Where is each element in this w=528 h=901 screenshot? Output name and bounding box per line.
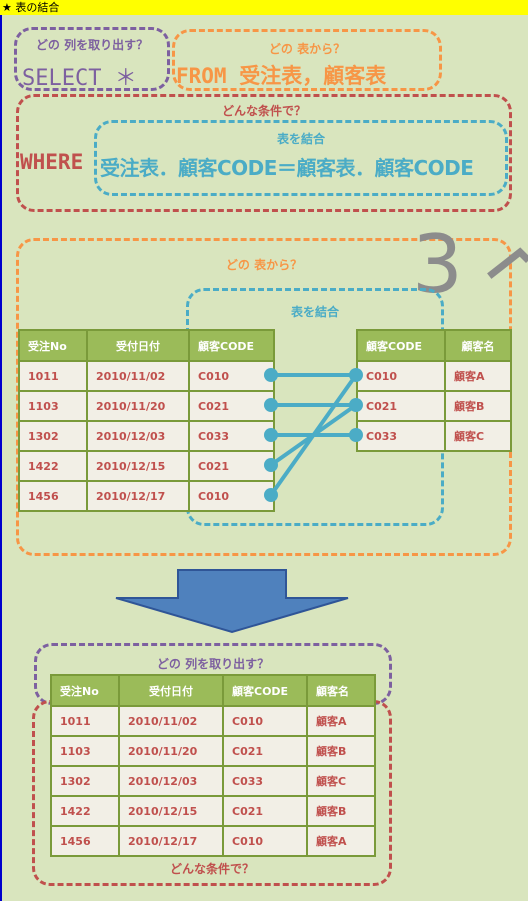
from-box	[172, 29, 442, 91]
order-date: 2010/12/15	[86, 450, 190, 482]
from-caption: どの 表から？	[268, 42, 346, 56]
result-customer-name: 顧客B	[306, 795, 376, 827]
result-select-caption: どの 列を取り出す？	[156, 657, 270, 671]
customer-link-dot	[349, 428, 363, 442]
order-customer-code: C010	[188, 480, 275, 512]
where-box	[16, 94, 512, 212]
order-link-dot	[264, 458, 278, 472]
result-customer-name: 顧客C	[306, 765, 376, 797]
select-text: SELECT ＊	[22, 66, 137, 91]
order-link-dot	[264, 428, 278, 442]
customer-name: 顧客C	[444, 420, 512, 452]
result-header-cell: 受付日付	[118, 674, 224, 707]
join-caption: 表を結合	[276, 132, 325, 146]
result-order-date: 2010/12/15	[118, 795, 224, 827]
result-order-no: 1456	[50, 825, 120, 857]
orders-header-cell: 受付日付	[86, 329, 190, 362]
result-customer-code: C021	[222, 795, 308, 827]
order-link-dot	[264, 398, 278, 412]
diagram-from-caption: どの 表から？	[225, 258, 303, 272]
order-customer-code: C033	[188, 420, 275, 452]
result-customer-name: 顧客B	[306, 735, 376, 767]
customer-code: C033	[356, 420, 446, 452]
result-order-date: 2010/12/17	[118, 825, 224, 857]
order-no: 1011	[18, 360, 88, 392]
result-header-cell: 顧客CODE	[222, 674, 308, 707]
result-customer-name: 顧客A	[306, 825, 376, 857]
customer-code: C021	[356, 390, 446, 422]
orders-header-cell: 受注No	[18, 329, 88, 362]
customer-name: 顧客A	[444, 360, 512, 392]
result-header-cell: 顧客名	[306, 674, 376, 707]
order-date: 2010/12/17	[86, 480, 190, 512]
result-customer-code: C010	[222, 705, 308, 737]
result-customer-name: 顧客A	[306, 705, 376, 737]
result-header-cell: 受注No	[50, 674, 120, 707]
left-border	[0, 15, 2, 901]
select-caption: どの 列を取り出す？	[35, 38, 149, 52]
result-header-row: 受注No 受付日付 顧客CODE 顧客名	[50, 674, 376, 707]
join-condition-box	[94, 120, 508, 196]
result-order-date: 2010/11/02	[118, 705, 224, 737]
result-order-no: 1103	[50, 735, 120, 767]
customers-header-cell: 顧客名	[444, 329, 512, 362]
select-box	[14, 27, 170, 91]
customers-header-row: 顧客CODE 顧客名	[356, 329, 512, 362]
order-date: 2010/11/02	[86, 360, 190, 392]
customers-header-cell: 顧客CODE	[356, 329, 446, 362]
order-no: 1103	[18, 390, 88, 422]
result-order-date: 2010/12/03	[118, 765, 224, 797]
result-where-caption: どんな条件で？	[169, 862, 254, 876]
where-caption: どんな条件で？	[221, 104, 306, 118]
order-customer-code: C021	[188, 390, 275, 422]
result-order-date: 2010/11/20	[118, 735, 224, 767]
result-customer-code: C021	[222, 735, 308, 767]
customer-code: C010	[356, 360, 446, 392]
order-date: 2010/12/03	[86, 420, 190, 452]
order-no: 1422	[18, 450, 88, 482]
result-customer-code: C033	[222, 765, 308, 797]
join-link-line	[269, 373, 358, 497]
down-arrow-icon	[115, 569, 349, 634]
join-condition-text: 受注表．顧客CODE＝顧客表．顧客CODE	[100, 156, 474, 180]
order-customer-code: C010	[188, 360, 275, 392]
result-order-no: 1011	[50, 705, 120, 737]
where-keyword: WHERE	[20, 150, 84, 174]
result-customer-code: C010	[222, 825, 308, 857]
diagram-join-caption: 表を結合	[290, 305, 339, 319]
result-order-no: 1422	[50, 795, 120, 827]
from-text: FROM 受注表，顧客表	[176, 64, 387, 88]
join-links	[264, 368, 363, 502]
order-customer-code: C021	[188, 450, 275, 482]
order-link-dot	[264, 368, 278, 382]
customer-name: 顧客B	[444, 390, 512, 422]
order-link-dot	[264, 488, 278, 502]
corner-arrow-icon	[487, 247, 528, 279]
order-date: 2010/11/20	[86, 390, 190, 422]
window-title: ★ 表の結合	[0, 0, 528, 15]
order-no: 1456	[18, 480, 88, 512]
result-order-no: 1302	[50, 765, 120, 797]
order-no: 1302	[18, 420, 88, 452]
orders-header-cell: 顧客CODE	[188, 329, 275, 362]
orders-header-row: 受注No 受付日付 顧客CODE	[18, 329, 275, 362]
